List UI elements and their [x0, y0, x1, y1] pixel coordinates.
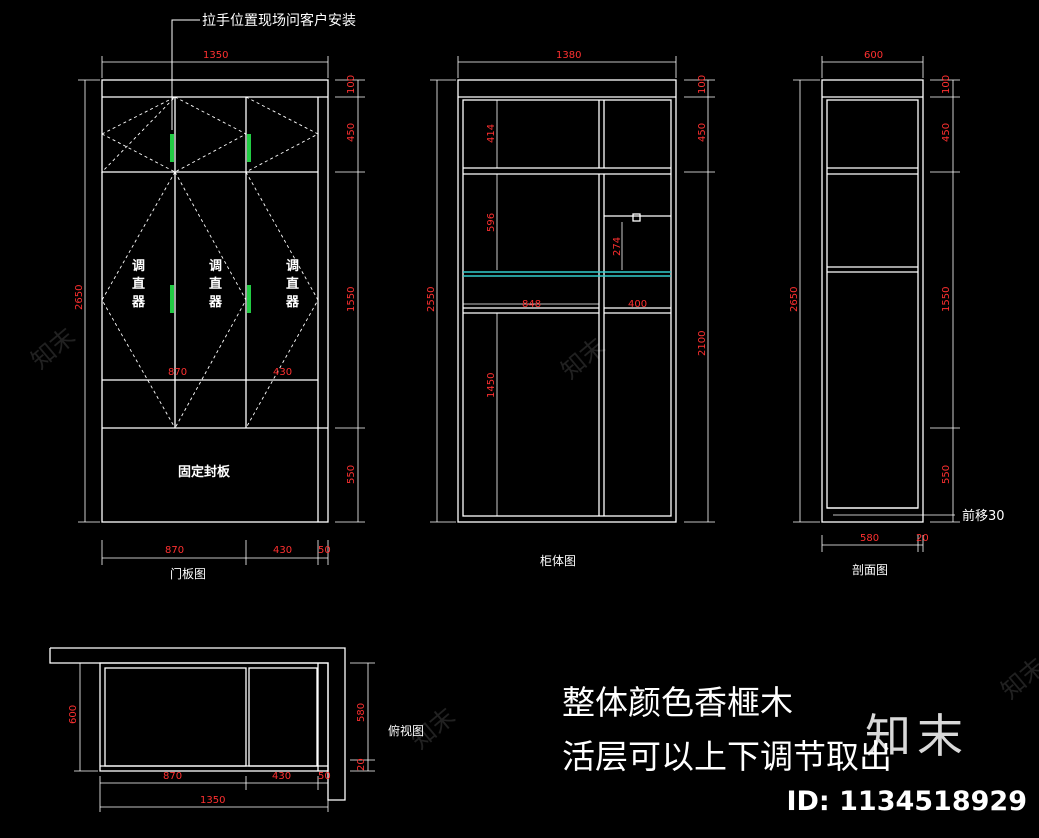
panel-label: 调直器: [131, 259, 146, 310]
fixed-panel-label: 固定封板: [178, 464, 231, 480]
note-color: 整体颜色香榧木: [562, 683, 793, 722]
dim-label: 2100: [697, 331, 708, 356]
hanging-rod: [463, 271, 671, 277]
dim-label: 2650: [789, 287, 800, 312]
cabinet-view-title: 柜体图: [540, 554, 576, 568]
diagonal-watermarks: 知末 知末 知末 知末: [26, 322, 1039, 754]
dim-label: 1350: [203, 50, 228, 61]
dim-label: 100: [697, 75, 708, 94]
note-adjustable-shelf: 活层可以上下调节取出: [562, 737, 892, 776]
dim-label: 870: [163, 771, 182, 782]
dim-label: 2650: [74, 285, 85, 310]
cabinet-view-lines: [457, 79, 677, 523]
dim-label: 450: [697, 123, 708, 142]
dim-label: 430: [272, 771, 291, 782]
plan-dim-lines: [74, 662, 375, 812]
plan-dim-text: 600 580 20 870 430 50 1350: [68, 703, 367, 806]
dim-label: 848: [522, 299, 541, 310]
dim-label: 550: [941, 465, 952, 484]
shift-note: 前移30: [962, 508, 1005, 524]
plan-view-title: 俯视图: [388, 723, 424, 738]
dim-label: 600: [864, 50, 883, 61]
dim-label: 600: [68, 705, 79, 724]
dim-label: 414: [486, 124, 497, 143]
top-note: 拉手位置现场问客户安装: [202, 12, 356, 29]
cabinet-dim-lines: [430, 56, 715, 523]
dim-label: 100: [346, 75, 357, 94]
door-panel-labels: 调直器 调直器 调直器 固定封板: [131, 259, 300, 480]
panel-label: 调直器: [208, 259, 223, 310]
panel-label: 调直器: [285, 259, 300, 310]
dim-label: 274: [612, 237, 623, 256]
dim-label: 1380: [556, 50, 581, 61]
watermark-text: 知末: [556, 332, 611, 384]
dim-label: 2550: [426, 287, 437, 312]
dim-label: 580: [860, 533, 879, 544]
dim-label: 550: [346, 465, 357, 484]
dim-label: 450: [346, 123, 357, 142]
dim-label: 1450: [486, 373, 497, 398]
dim-label: 400: [628, 299, 647, 310]
watermark-id: ID: 1134518929: [786, 786, 1027, 817]
section-view-title: 剖面图: [852, 563, 888, 577]
dim-label: 580: [356, 703, 367, 722]
dim-label: 50: [318, 771, 331, 782]
watermark-text: 知末: [996, 652, 1039, 704]
door-view-title: 门板图: [170, 566, 206, 581]
handle: [170, 285, 174, 313]
door-handles: [170, 134, 251, 313]
dim-label: 20: [356, 758, 367, 771]
handle: [170, 134, 174, 162]
dim-label: 1350: [200, 795, 225, 806]
handle: [247, 285, 251, 313]
section-dim-lines: [793, 56, 960, 552]
dim-label: 870: [165, 545, 184, 556]
plan-view-lines: [49, 647, 346, 801]
dim-label: 20: [916, 533, 929, 544]
handle-leader: [171, 19, 200, 130]
dim-label: 1550: [941, 287, 952, 312]
door-dim-text: 1350 2650 100 450 1550 550 870 430 870 4…: [74, 50, 357, 556]
dim-label: 100: [941, 75, 952, 94]
cabinet-dim-text: 1380 2550 100 450 2100 414 596 274 848 4…: [426, 50, 708, 398]
dim-label: 1550: [346, 287, 357, 312]
door-swing-lines: [100, 96, 319, 429]
section-view-lines: [821, 79, 924, 523]
dim-label: 430: [273, 367, 292, 378]
section-dim-text: 600 2650 100 450 1550 550 580 20: [789, 50, 952, 544]
dim-label: 870: [168, 367, 187, 378]
watermark-logo: 知末: [865, 709, 969, 763]
dim-label: 596: [486, 213, 497, 232]
door-dim-lines: [78, 56, 365, 565]
watermark-text: 知末: [26, 322, 81, 374]
handle: [247, 134, 251, 162]
dim-label: 50: [318, 545, 331, 556]
dim-label: 430: [273, 545, 292, 556]
dim-label: 450: [941, 123, 952, 142]
